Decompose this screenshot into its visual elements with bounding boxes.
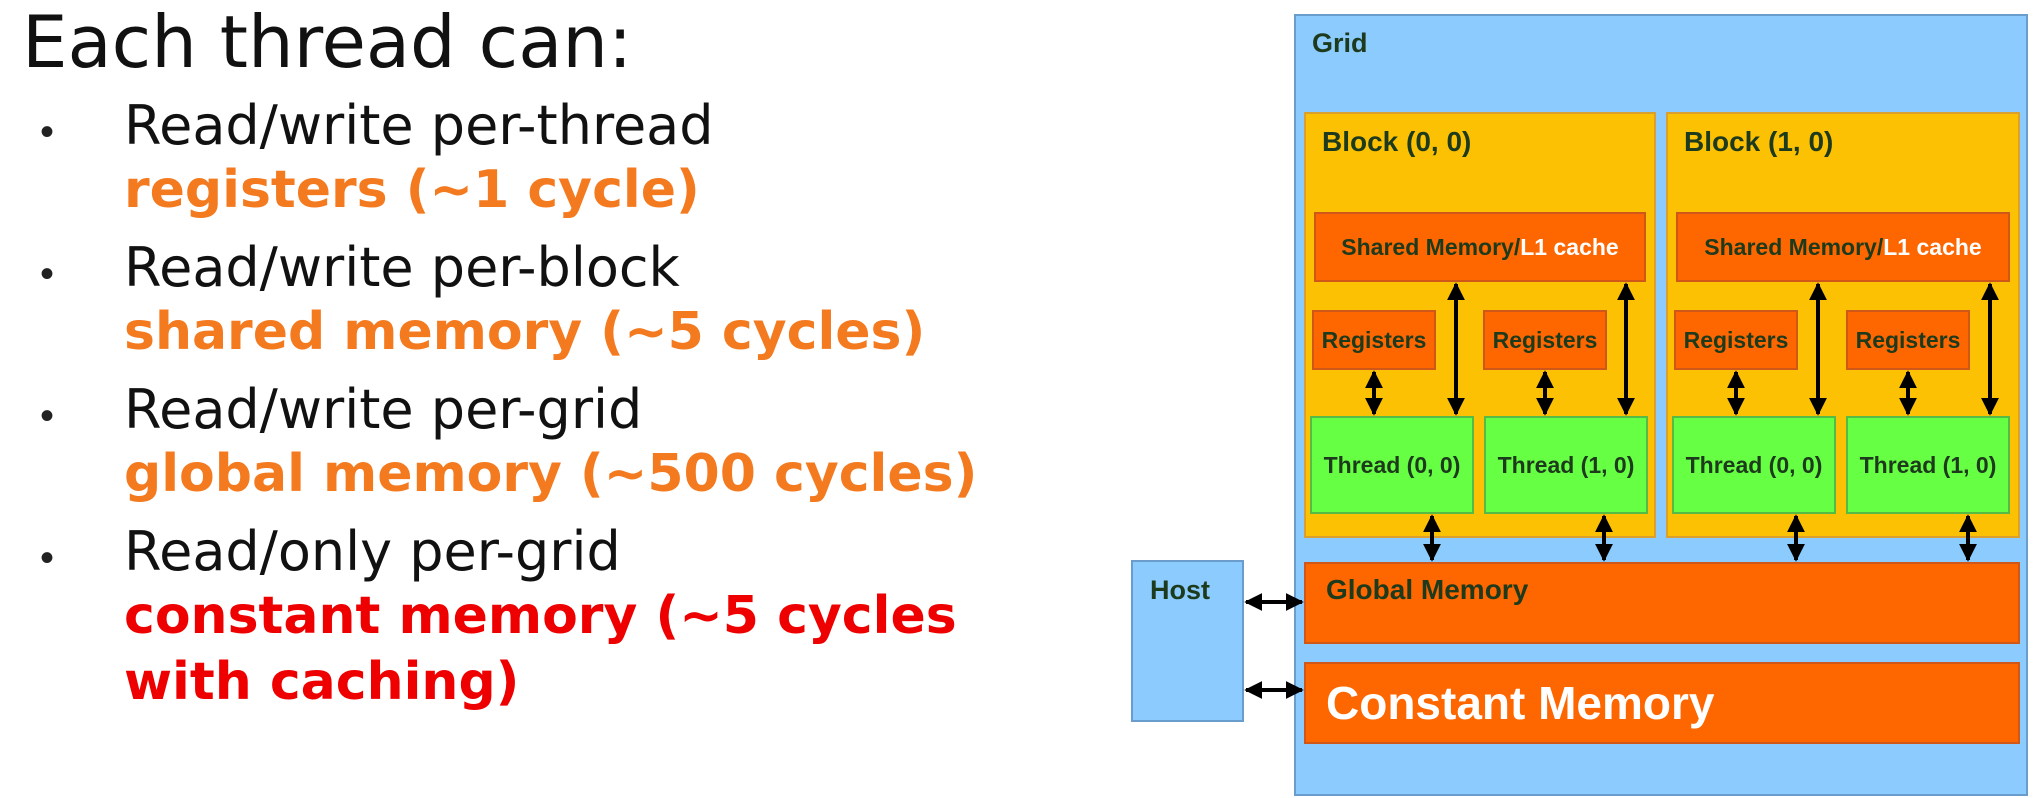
bullet-emphasis: global memory (~500 cycles): [124, 444, 978, 504]
registers-box: Registers: [1483, 310, 1607, 370]
registers-box: Registers: [1674, 310, 1798, 370]
thread-label: Thread (0, 0): [1323, 451, 1461, 478]
constant-memory-label: Constant Memory: [1326, 677, 1715, 729]
shared-memory-label: Shared Memory/: [1704, 233, 1884, 260]
thread-box: Thread (1, 0): [1484, 416, 1648, 514]
constant-memory-box: [1304, 662, 2020, 744]
bullet-text: Read/write per-thread: [124, 94, 714, 157]
registers-label: Registers: [1855, 326, 1961, 353]
thread-box: Thread (0, 0): [1672, 416, 1836, 514]
shared-memory-label: Shared Memory/: [1341, 233, 1521, 260]
bullet-text: Read/only per-grid: [124, 520, 621, 583]
bullet-marker: •: [40, 252, 55, 296]
thread-box: Thread (0, 0): [1310, 416, 1474, 514]
l1-cache-label: L1 cache: [1520, 233, 1619, 260]
bullet-emphasis: shared memory (~5 cycles): [124, 302, 926, 362]
registers-label: Registers: [1321, 326, 1427, 353]
slide-heading: Each thread can:: [22, 0, 633, 84]
thread-label: Thread (1, 0): [1497, 451, 1635, 478]
bullet-marker: •: [40, 394, 55, 438]
registers-box: Registers: [1312, 310, 1436, 370]
bullet-text: Read/write per-block: [124, 236, 680, 299]
global-memory-box: [1304, 562, 2020, 644]
bullet-text: Read/write per-grid: [124, 378, 643, 441]
global-memory-label: Global Memory: [1326, 574, 1529, 605]
bullet-emphasis: constant memory (~5 cycles: [124, 586, 957, 646]
shared-memory-box: Shared Memory/L1 cache: [1314, 212, 1646, 282]
block-label: Block (0, 0): [1322, 126, 1472, 157]
l1-cache-label: L1 cache: [1883, 233, 1982, 260]
registers-label: Registers: [1683, 326, 1789, 353]
bullet-marker: •: [40, 110, 55, 154]
bullet-marker: •: [40, 536, 55, 580]
bullet-emphasis: registers (~1 cycle): [124, 160, 700, 220]
host-box: [1131, 560, 1244, 722]
block-label: Block (1, 0): [1684, 126, 1834, 157]
thread-label: Thread (0, 0): [1685, 451, 1823, 478]
host-label: Host: [1150, 575, 1210, 605]
bullet-emphasis-continued: with caching): [124, 652, 520, 712]
shared-memory-box: Shared Memory/L1 cache: [1676, 212, 2010, 282]
registers-label: Registers: [1492, 326, 1598, 353]
registers-box: Registers: [1846, 310, 1970, 370]
thread-label: Thread (1, 0): [1859, 451, 1997, 478]
thread-box: Thread (1, 0): [1846, 416, 2010, 514]
grid-label: Grid: [1312, 28, 1368, 58]
